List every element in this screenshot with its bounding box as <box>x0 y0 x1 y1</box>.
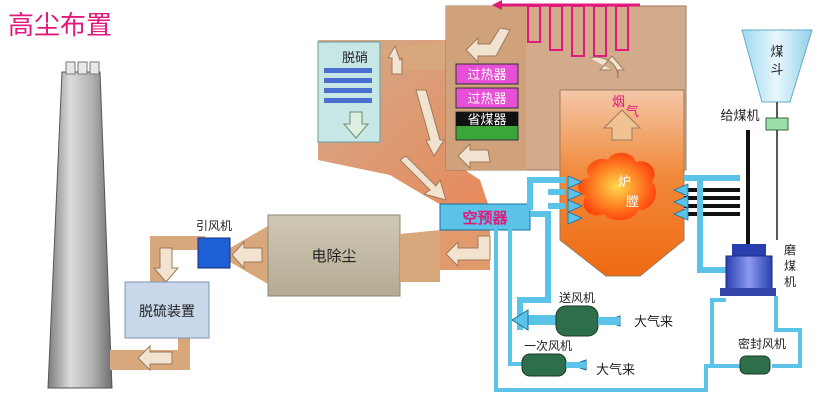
fd-fan: 送风机 大气来 <box>511 290 673 337</box>
flow-arrow-into-scr <box>387 44 403 75</box>
electrostatic-precipitator: 电除尘 <box>267 214 440 297</box>
coal-hopper: 煤 斗 <box>741 29 813 103</box>
superheater-1-label: 过热器 <box>467 68 506 83</box>
page-title: 高尘布置 <box>8 11 112 41</box>
scr-denitration: 脱硝 <box>317 41 381 143</box>
hot-air-arrows-left <box>567 175 584 225</box>
esp-label: 电除尘 <box>311 247 356 265</box>
flue-gas-label-1: 烟 <box>612 95 625 110</box>
mill-label-2: 煤 <box>784 259 796 273</box>
flow-arrow-furnace-top <box>589 55 626 79</box>
superheater-2-label: 过热器 <box>467 92 506 107</box>
id-fan: 引风机 <box>196 219 232 269</box>
seal-fan-label: 密封风机 <box>738 336 786 351</box>
cold-air-ducts <box>494 228 802 392</box>
economizer-label: 省煤器 <box>467 113 506 128</box>
fgd-unit: 脱硫装置 <box>124 281 210 339</box>
coal-feeder-label: 给煤机 <box>720 109 759 124</box>
fgd-label: 脱硫装置 <box>139 304 195 320</box>
furnace-label-2: 膛 <box>626 195 639 210</box>
seal-fan: 密封风机 <box>738 336 786 375</box>
furnace: 烟 气 炉 膛 <box>559 89 685 277</box>
mill-label-3: 机 <box>784 275 796 289</box>
coal-pipes <box>684 130 750 254</box>
air-preheater: 空预器 <box>439 203 531 231</box>
denitration-label: 脱硝 <box>342 51 368 66</box>
mill-label-1: 磨 <box>784 243 796 257</box>
flow-arrow-to-aph <box>399 155 447 201</box>
flue-duct-fgd-to-chimney <box>110 330 190 372</box>
coal-arrows-right <box>672 183 689 221</box>
coal-hopper-label-1: 煤 <box>770 45 783 60</box>
hot-air-ducts <box>517 177 565 330</box>
flue-duct-esp-to-idfan <box>230 226 268 284</box>
id-fan-label: 引风机 <box>196 219 232 233</box>
air-preheater-label: 空预器 <box>462 209 508 227</box>
flow-arrow-down <box>415 89 445 158</box>
pa-fan-label: 一次风机 <box>524 339 572 353</box>
flow-arrow-backpass-top <box>465 27 511 64</box>
pa-fan: 一次风机 大气来 <box>521 339 635 378</box>
fd-fan-label: 送风机 <box>559 290 595 305</box>
heat-exchangers: 过热器 过热器 省煤器 <box>455 63 519 141</box>
coal-mill: 磨 煤 机 <box>720 243 796 296</box>
atmosphere-label-1: 大气来 <box>634 314 673 330</box>
flue-duct-aph-to-esp <box>440 230 491 270</box>
furnace-label-1: 炉 <box>618 175 631 190</box>
chimney <box>47 61 113 389</box>
atmosphere-label-2: 大气来 <box>596 362 635 378</box>
primary-air-right <box>684 175 740 273</box>
flue-gas-label-2: 气 <box>626 104 639 120</box>
flue-duct-idfan-to-fgd <box>150 236 205 290</box>
flow-arrow-backpass-bottom <box>457 142 491 170</box>
coal-hopper-label-2: 斗 <box>770 63 783 78</box>
coal-feeder: 给煤机 <box>720 102 789 240</box>
